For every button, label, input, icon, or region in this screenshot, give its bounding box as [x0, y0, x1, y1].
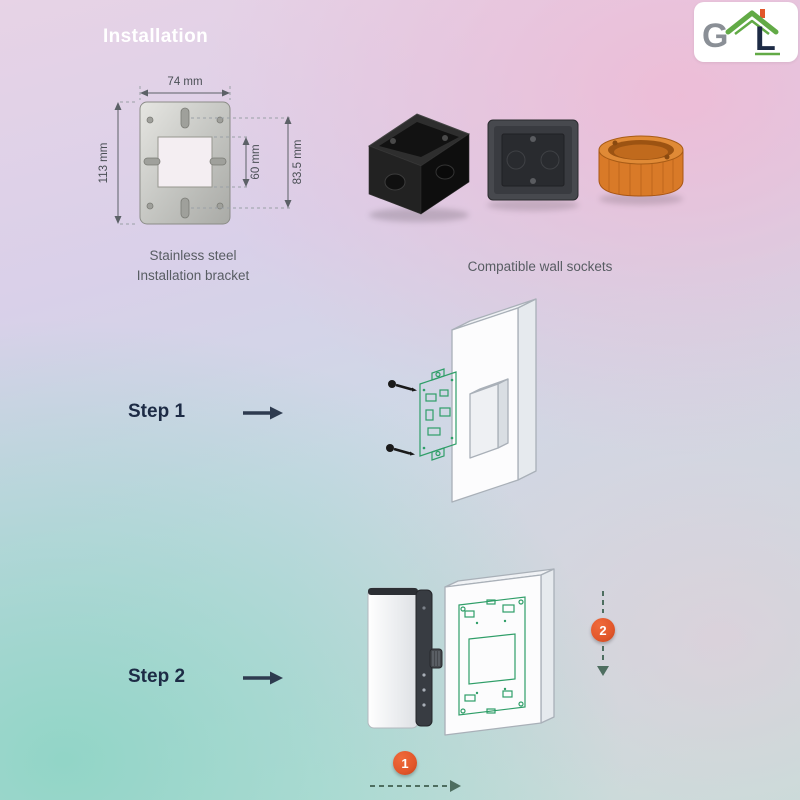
- wall-plate: [451, 298, 537, 503]
- switch-panel: [367, 587, 443, 729]
- logo-chimney-icon: [760, 9, 765, 18]
- step1-dashed-arrow: [370, 780, 461, 792]
- logo-letter-g: G: [702, 17, 728, 55]
- orange-socket-box: [598, 135, 684, 197]
- brand-logo: G L: [694, 2, 798, 62]
- sockets-caption: Compatible wall sockets: [467, 259, 613, 274]
- page-title: Installation: [103, 26, 209, 47]
- dim-width-label: 74 mm: [167, 76, 202, 88]
- brand-logo-icon: G L: [702, 9, 780, 58]
- pcb-board: [419, 368, 457, 461]
- screw-icon: [388, 380, 417, 392]
- bracket-caption-line2: Installation bracket: [136, 268, 250, 284]
- logo-roof-icon: [725, 10, 779, 35]
- step1-order-badge: 1: [393, 751, 417, 775]
- side-knob-icon: [429, 648, 443, 669]
- bracket-caption-line1: Stainless steel: [149, 248, 237, 263]
- black-socket-box: [367, 113, 471, 215]
- logo-letter-l: L: [755, 20, 776, 58]
- bracket-window: [157, 136, 213, 188]
- step2-arrow-icon: [243, 671, 283, 685]
- logo-roof-inner-icon: [734, 19, 770, 35]
- mounted-pcb: [458, 596, 526, 716]
- step1-arrow-icon: [243, 406, 283, 420]
- dimension-lines: 74 mm 113 mm 60 mm 83.5 mm: [98, 76, 304, 225]
- wall-sockets-figure: [367, 113, 684, 222]
- step1-diagram: [386, 298, 537, 503]
- dim-inner-label: 60 mm: [250, 144, 262, 179]
- step2-dashed-arrow: [597, 591, 609, 676]
- dim-height-label: 113 mm: [98, 143, 110, 184]
- step2-label: Step 2: [128, 666, 186, 687]
- bracket-diagram: 74 mm 113 mm 60 mm 83.5 mm: [98, 76, 304, 225]
- step2-order-badge: 2: [591, 618, 615, 642]
- dim-mount-label: 83.5 mm: [292, 140, 304, 185]
- gray-socket-box: [487, 119, 579, 201]
- bracket-plate: [139, 101, 231, 225]
- screw-icon: [386, 444, 415, 456]
- step1-label: Step 1: [128, 401, 186, 422]
- bracket-caption: Stainless steel Installation bracket: [88, 246, 298, 287]
- step2-diagram: [367, 568, 609, 792]
- mounted-wall-plate: [444, 568, 555, 736]
